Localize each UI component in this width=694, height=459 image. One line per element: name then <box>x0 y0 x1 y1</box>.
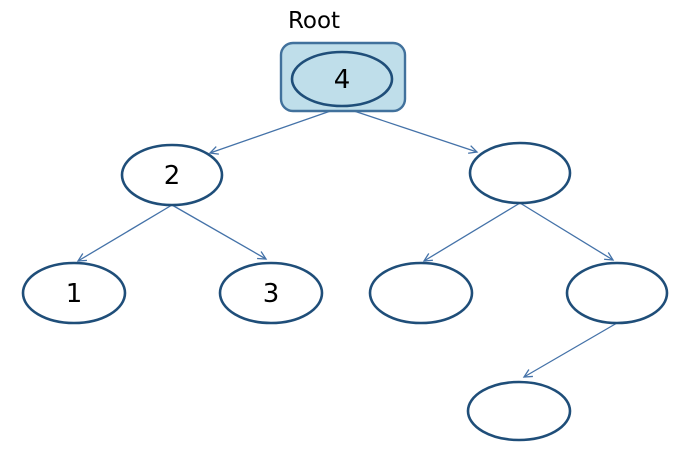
node-right-right-left-ellipse <box>466 380 572 442</box>
node-right-right-left <box>466 380 572 442</box>
edge-right-to-rightleft <box>422 202 521 262</box>
node-right-right <box>565 261 669 325</box>
edge-root-to-left <box>208 106 343 155</box>
node-left-left: 1 <box>21 261 127 325</box>
node-right-ellipse <box>468 141 572 205</box>
node-root-label: 4 <box>334 65 351 95</box>
node-root: 4 <box>279 41 407 113</box>
edge-left-to-leftleft <box>76 204 173 262</box>
node-right-right-ellipse <box>565 261 669 325</box>
node-right <box>468 141 572 205</box>
edge-left-to-leftright <box>171 204 268 260</box>
node-left-right-label: 3 <box>263 279 280 309</box>
node-right-left <box>368 261 474 325</box>
node-left-ellipse <box>120 143 224 207</box>
tree-edges <box>76 106 618 378</box>
node-left-label: 2 <box>164 161 181 191</box>
root-caption: Root <box>288 8 340 34</box>
edge-root-to-right <box>341 106 479 154</box>
node-right-left-ellipse <box>368 261 474 325</box>
edge-right-to-rightright <box>519 202 615 261</box>
node-root-ellipse <box>290 50 394 108</box>
edge-rightright-to-child <box>522 322 618 378</box>
node-left-left-ellipse <box>21 261 127 325</box>
node-left: 2 <box>120 143 224 207</box>
node-left-left-label: 1 <box>66 279 83 309</box>
node-left-right: 3 <box>218 261 324 325</box>
root-highlight-box <box>279 41 407 113</box>
node-left-right-ellipse <box>218 261 324 325</box>
